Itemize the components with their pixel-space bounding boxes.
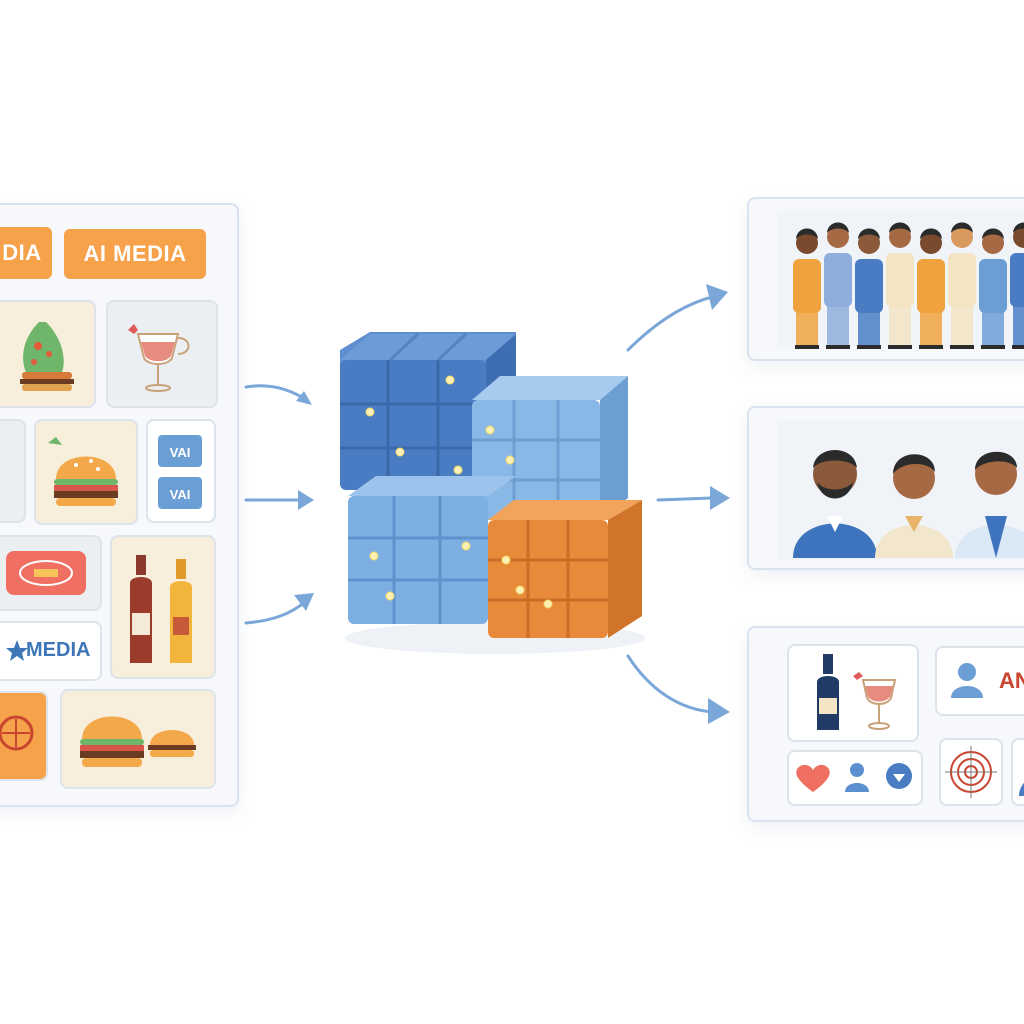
- double-burger-icon: [80, 716, 196, 767]
- burgers-tile: [60, 689, 216, 789]
- crowd-person: [1010, 222, 1024, 349]
- drink-tile: [106, 300, 218, 408]
- input-arrow-2: [244, 490, 314, 510]
- wine-tile: [787, 644, 919, 742]
- ai-media-badge: AI MEDIA: [64, 229, 206, 279]
- crowd-person: [948, 222, 976, 349]
- food-logo-icon: [6, 551, 86, 595]
- partial-user-icon: [1019, 783, 1024, 796]
- media-label-partial-text: DIA: [2, 240, 42, 265]
- output-arrow-2: [656, 486, 730, 510]
- user-icon: [951, 663, 983, 698]
- food-tile-green: [0, 300, 96, 408]
- star-icon: [6, 640, 28, 661]
- light-blue-cube-right: [472, 376, 628, 520]
- media-wordmark: MEDIA: [26, 639, 91, 661]
- professionals-icon: [777, 420, 1024, 560]
- logo-tile: VAI VAI: [146, 419, 216, 523]
- input-media-panel: DIA AI MEDIA: [0, 203, 239, 807]
- crowd-person: [886, 222, 914, 349]
- crowd-person: [824, 222, 852, 349]
- light-blue-cube-left: [348, 476, 516, 624]
- target-tile: [939, 738, 1003, 806]
- output-icons-panel: AN: [747, 626, 1024, 822]
- social-icons: [796, 763, 912, 792]
- crowd-person: [793, 228, 821, 349]
- crowd-person: [979, 228, 1007, 349]
- wine-bottle-icon: [817, 654, 897, 730]
- ai-media-badge-text: AI MEDIA: [83, 241, 187, 266]
- data-cube-cluster: [340, 332, 645, 654]
- crowd-person: [917, 228, 945, 349]
- pizza-icon: [0, 715, 34, 751]
- svg-text:VAI: VAI: [170, 487, 191, 502]
- target-icon: [945, 746, 997, 798]
- partial-user-tile: [1011, 738, 1024, 806]
- bottles-tile: [110, 535, 216, 679]
- output-audience-panel: [747, 197, 1024, 361]
- bottles-icon: [130, 555, 192, 663]
- output-arrow-1: [626, 284, 728, 352]
- wine-glass-icon: [128, 324, 190, 392]
- social-icons-tile: [787, 750, 923, 806]
- people-group-icon: [777, 211, 1024, 349]
- orange-cube: [488, 500, 642, 638]
- burger-tile: [34, 419, 138, 525]
- crowd-person: [855, 228, 883, 349]
- orange-food-tile: [0, 691, 48, 781]
- svg-text:VAI: VAI: [170, 445, 191, 460]
- dark-blue-cube: [340, 332, 516, 490]
- burger-icon: [48, 437, 118, 506]
- food-logo-tile: [0, 535, 102, 611]
- media-logo-icon: VAI VAI: [158, 435, 202, 509]
- output-arrow-3: [626, 654, 730, 724]
- media-label-partial: DIA: [0, 227, 52, 279]
- green-burger-icon: [20, 322, 74, 391]
- heart-icon: [796, 764, 830, 792]
- user-badge-tile: AN: [935, 646, 1024, 716]
- input-arrow-1: [244, 384, 312, 405]
- output-professionals-panel: [747, 406, 1024, 570]
- data-nodes: [365, 375, 553, 609]
- badge-text: AN: [999, 668, 1024, 693]
- input-arrow-3: [244, 593, 314, 625]
- partial-tile: [0, 419, 26, 523]
- media-wordmark-tile: MEDIA: [0, 621, 102, 681]
